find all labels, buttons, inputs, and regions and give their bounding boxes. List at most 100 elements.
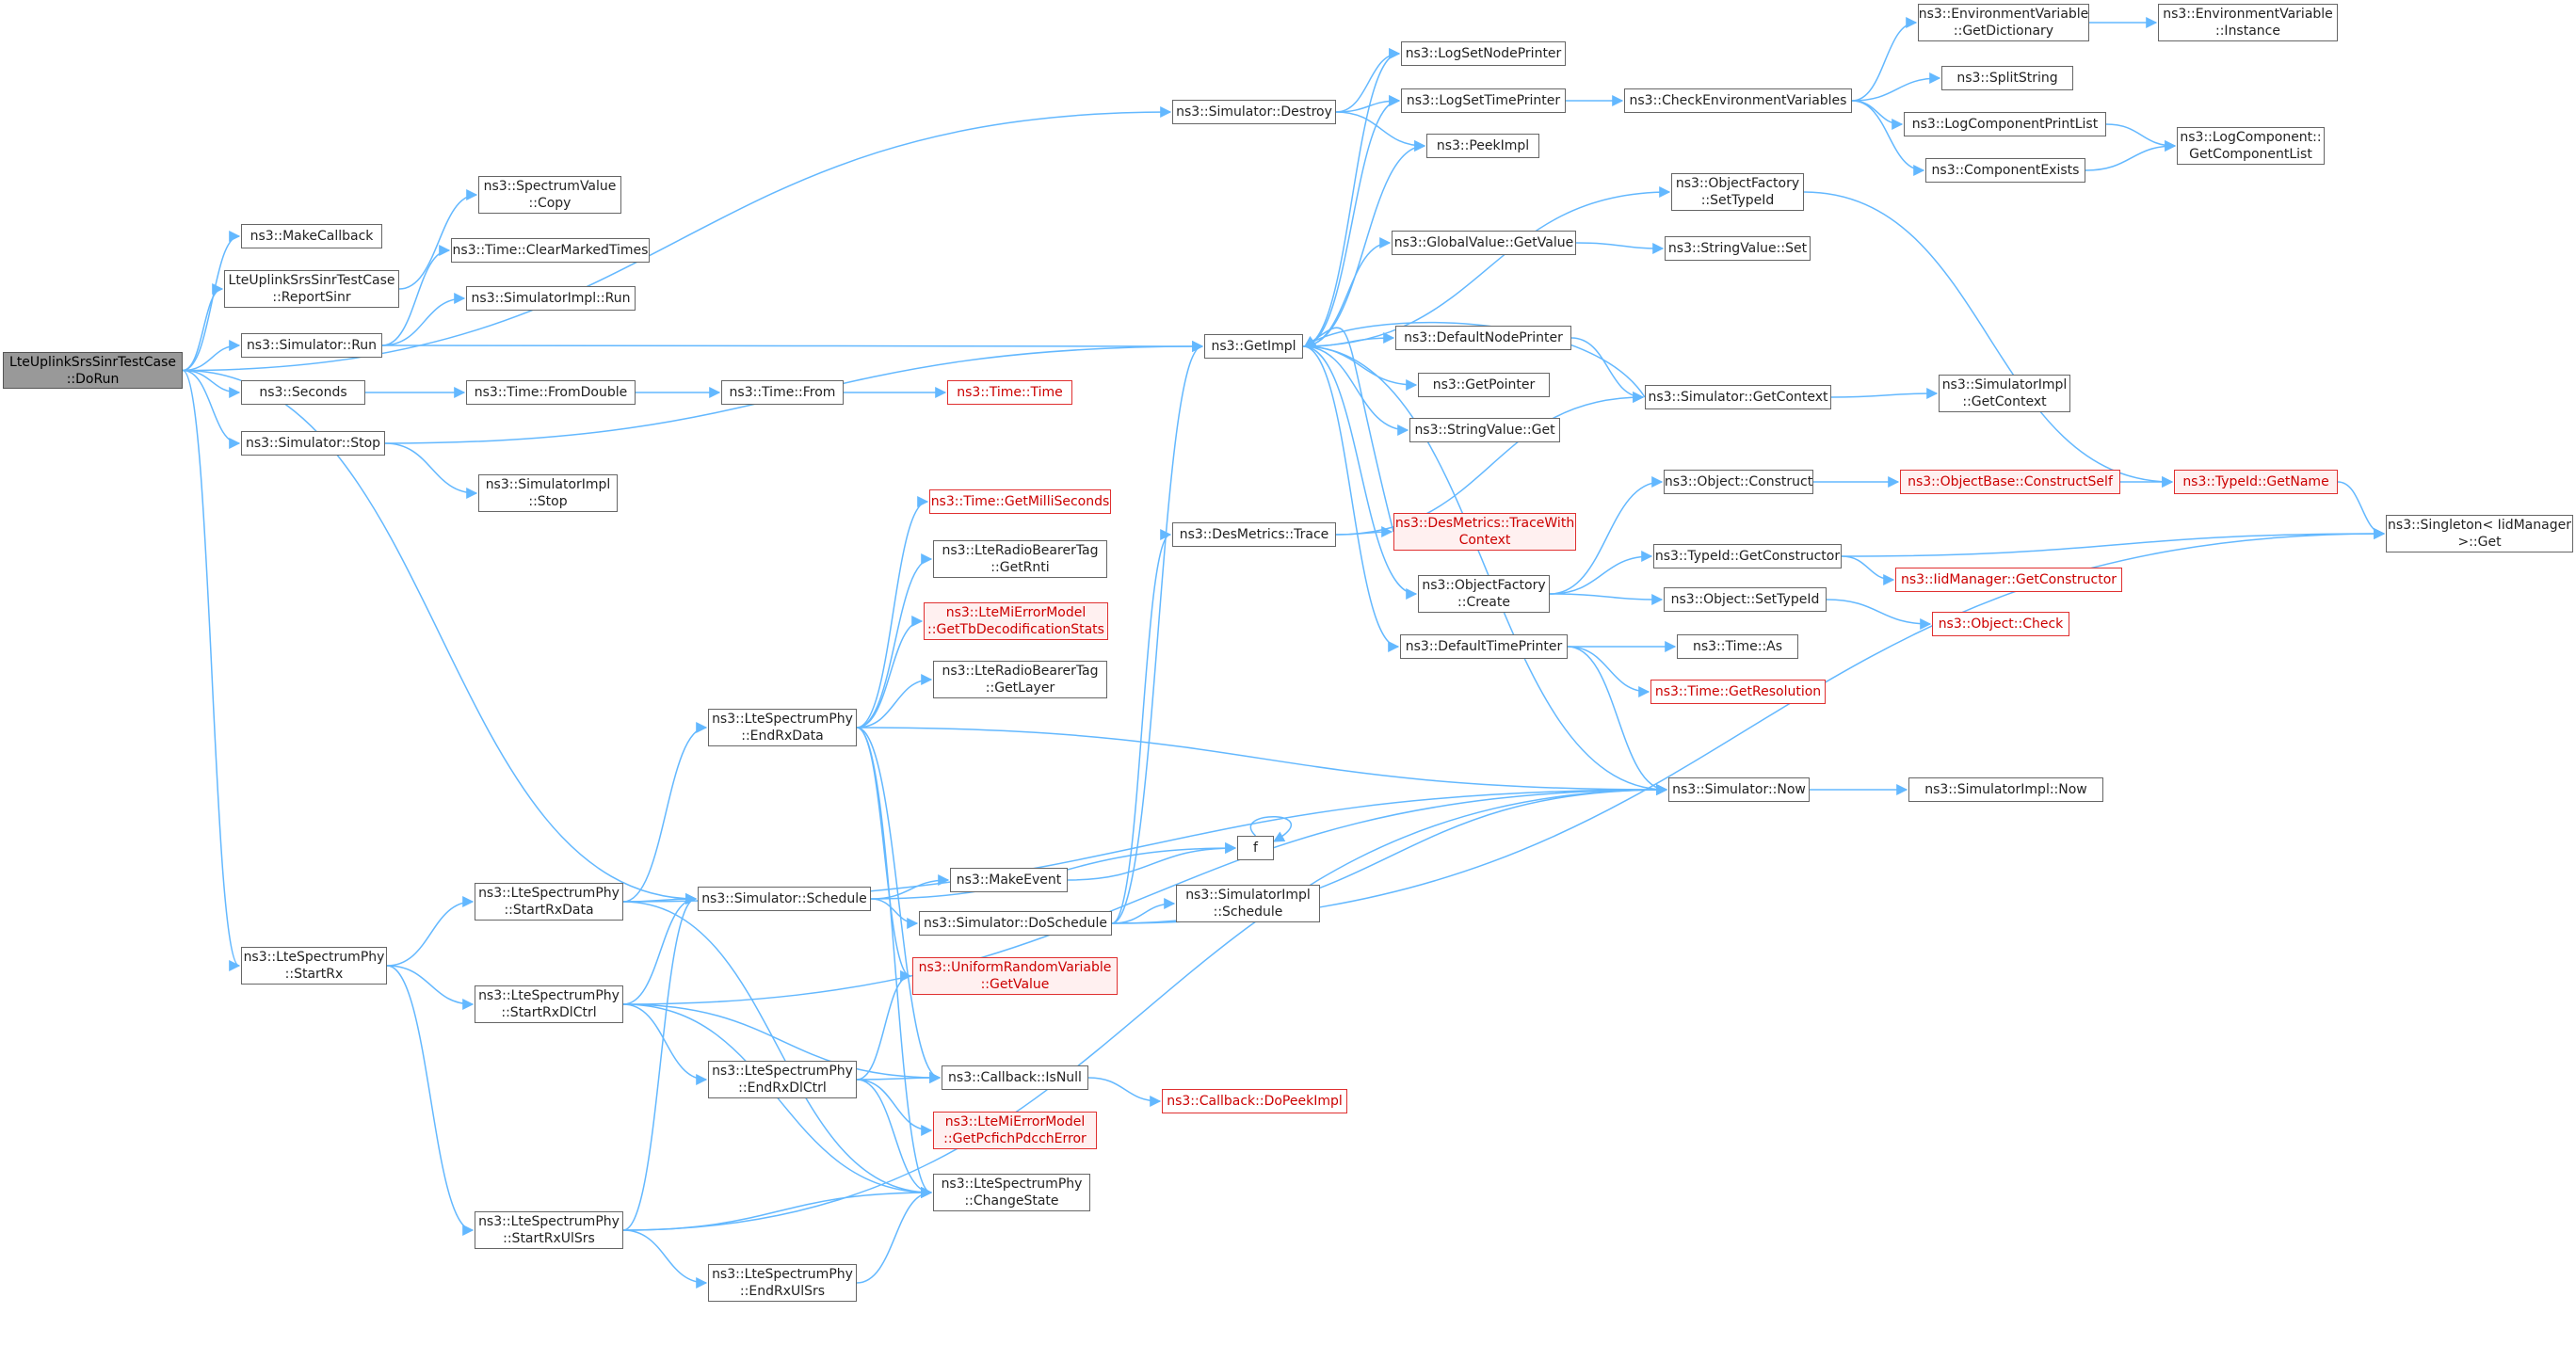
node-callback-do-peek-impl[interactable]: ns3::Callback::DoPeekImpl [1162, 1089, 1347, 1113]
node-get-pcfich-pdcch-error[interactable]: ns3::LteMiErrorModel ::GetPcfichPdcchErr… [933, 1112, 1097, 1149]
call-edge-endRxDlCtrl-to-isNull [856, 1072, 942, 1084]
node-string-value-set[interactable]: ns3::StringValue::Set [1665, 236, 1811, 261]
call-edge-startRxDlCtrl-to-changeState [622, 1003, 933, 1198]
call-edge-componentExists-to-logCompGetList [2085, 140, 2177, 171]
call-edge-startRxData-to-changeState [622, 901, 933, 1198]
node-object-factory-set-type-id[interactable]: ns3::ObjectFactory ::SetTypeId [1671, 173, 1804, 211]
call-edge-doRun-to-reportSinr [182, 283, 224, 372]
call-edge-endRxData-to-getRnti [856, 553, 933, 729]
call-edge-startRxDlCtrl-to-isNull [622, 1003, 942, 1083]
call-edge-startRxData-to-endRxData [622, 722, 708, 903]
node-report-sinr[interactable]: LteUplinkSrsSinrTestCase ::ReportSinr [224, 270, 399, 308]
node-object-check[interactable]: ns3::Object::Check [1932, 612, 2069, 636]
call-edge-simGetContext-to-simImplGetContext [1830, 388, 1939, 400]
node-simulator-impl-now[interactable]: ns3::SimulatorImpl::Now [1908, 777, 2103, 802]
node-type-id-get-constructor[interactable]: ns3::TypeId::GetConstructor [1653, 544, 1842, 568]
node-log-component-print-list[interactable]: ns3::LogComponentPrintList [1904, 112, 2106, 136]
call-edge-getImpl-to-globalGetValue [1302, 237, 1392, 347]
call-edge-simRun-to-simImplRun [381, 293, 466, 346]
call-edge-makeEvent-to-fNode [1067, 842, 1237, 881]
node-default-node-printer[interactable]: ns3::DefaultNodePrinter [1395, 326, 1571, 350]
node-object-factory-create[interactable]: ns3::ObjectFactory ::Create [1418, 575, 1550, 613]
node-get-tb-decodification-stats[interactable]: ns3::LteMiErrorModel ::GetTbDecodificati… [924, 602, 1108, 640]
node-env-get-dictionary[interactable]: ns3::EnvironmentVariable ::GetDictionary [1918, 4, 2089, 41]
node-simulator-impl-get-context[interactable]: ns3::SimulatorImpl ::GetContext [1939, 375, 2070, 412]
node-start-rx[interactable]: ns3::LteSpectrumPhy ::StartRx [241, 947, 387, 985]
node-simulator-impl-schedule[interactable]: ns3::SimulatorImpl ::Schedule [1176, 885, 1320, 922]
node-get-milliseconds[interactable]: ns3::Time::GetMilliSeconds [929, 489, 1111, 514]
node-callback-is-null[interactable]: ns3::Callback::IsNull [942, 1065, 1088, 1090]
node-get-layer[interactable]: ns3::LteRadioBearerTag ::GetLayer [933, 661, 1107, 698]
node-simulator-now[interactable]: ns3::Simulator::Now [1668, 777, 1810, 802]
node-log-component-get-list[interactable]: ns3::LogComponent:: GetComponentList [2177, 127, 2325, 165]
node-get-pointer[interactable]: ns3::GetPointer [1418, 373, 1550, 397]
node-uniform-random-get-value[interactable]: ns3::UniformRandomVariable ::GetValue [912, 957, 1118, 995]
node-simulator-schedule[interactable]: ns3::Simulator::Schedule [698, 887, 871, 911]
node-string-value-get[interactable]: ns3::StringValue::Get [1409, 418, 1560, 442]
call-edge-startRx-to-startRxUlSrs [386, 965, 475, 1236]
node-do-schedule[interactable]: ns3::Simulator::DoSchedule [919, 911, 1112, 936]
node-time-from[interactable]: ns3::Time::From [721, 380, 844, 405]
call-edge-startRxUlSrs-to-changeState [622, 1187, 933, 1231]
node-make-callback[interactable]: ns3::MakeCallback [241, 224, 382, 248]
node-time-get-resolution[interactable]: ns3::Time::GetResolution [1650, 680, 1826, 704]
node-start-rx-ul-srs[interactable]: ns3::LteSpectrumPhy ::StartRxUlSrs [475, 1211, 623, 1249]
node-singleton-get[interactable]: ns3::Singleton< IidManager >::Get [2386, 515, 2573, 552]
call-edge-isNull-to-doPeekImpl [1087, 1077, 1162, 1107]
node-simulator-get-context[interactable]: ns3::Simulator::GetContext [1645, 385, 1831, 409]
node-check-environment-variables[interactable]: ns3::CheckEnvironmentVariables [1624, 88, 1852, 113]
node-des-metrics-trace[interactable]: ns3::DesMetrics::Trace [1172, 522, 1336, 547]
node-env-instance[interactable]: ns3::EnvironmentVariable ::Instance [2158, 4, 2338, 41]
node-log-set-time-printer[interactable]: ns3::LogSetTimePrinter [1401, 88, 1566, 113]
call-edge-doRun-to-startRx [182, 369, 241, 971]
call-edge-endRxData-to-getTbDecod [856, 616, 924, 729]
node-time-time[interactable]: ns3::Time::Time [947, 380, 1072, 405]
node-simulator-stop[interactable]: ns3::Simulator::Stop [241, 431, 385, 456]
node-make-event[interactable]: ns3::MakeEvent [950, 868, 1068, 892]
call-edge-simRun-to-clearMarked [381, 245, 451, 346]
node-simulator-run[interactable]: ns3::Simulator::Run [241, 333, 382, 358]
node-get-impl[interactable]: ns3::GetImpl [1204, 334, 1303, 359]
node-time-as[interactable]: ns3::Time::As [1677, 634, 1798, 659]
node-end-rx-dl-ctrl[interactable]: ns3::LteSpectrumPhy ::EndRxDlCtrl [708, 1061, 857, 1098]
node-type-id-get-name[interactable]: ns3::TypeId::GetName [2174, 470, 2338, 494]
node-spectrum-value-copy[interactable]: ns3::SpectrumValue ::Copy [478, 176, 621, 214]
node-construct-self[interactable]: ns3::ObjectBase::ConstructSelf [1900, 470, 2120, 494]
call-edge-objFactoryCreate-to-objConstruct [1549, 476, 1664, 595]
node-start-rx-data[interactable]: ns3::LteSpectrumPhy ::StartRxData [475, 883, 623, 921]
node-object-set-type-id[interactable]: ns3::Object::SetTypeId [1664, 587, 1827, 612]
node-simulator-impl-run[interactable]: ns3::SimulatorImpl::Run [466, 286, 636, 311]
call-edge-startRxUlSrs-to-simNow [622, 784, 1668, 1231]
node-default-time-printer[interactable]: ns3::DefaultTimePrinter [1400, 634, 1568, 659]
call-edge-endRxData-to-uniformGet [856, 727, 912, 982]
node-global-value-get-value[interactable]: ns3::GlobalValue::GetValue [1392, 231, 1576, 255]
node-log-set-node-printer[interactable]: ns3::LogSetNodePrinter [1401, 41, 1566, 66]
node-start-rx-dl-ctrl[interactable]: ns3::LteSpectrumPhy ::StartRxDlCtrl [475, 985, 623, 1023]
node-trace-with-context[interactable]: ns3::DesMetrics::TraceWith Context [1393, 513, 1576, 551]
call-edge-defaultTimePrinter-to-getResolution [1567, 646, 1650, 697]
call-edge-simGetContext-to-getImpl [1304, 321, 1646, 398]
node-get-rnti[interactable]: ns3::LteRadioBearerTag ::GetRnti [933, 540, 1107, 578]
node-change-state[interactable]: ns3::LteSpectrumPhy ::ChangeState [933, 1174, 1090, 1211]
node-simulator-impl-stop[interactable]: ns3::SimulatorImpl ::Stop [478, 474, 618, 512]
node-f[interactable]: f [1237, 836, 1274, 860]
node-simulator-destroy[interactable]: ns3::Simulator::Destroy [1172, 100, 1336, 124]
call-edge-typeIdGetConstructor-to-iidGetConstructor [1841, 555, 1895, 585]
call-edge-fNode-to-fNode [1249, 815, 1292, 842]
node-time-from-double[interactable]: ns3::Time::FromDouble [466, 380, 636, 405]
call-edge-endRxData-to-getLayer [856, 674, 933, 729]
node-end-rx-data[interactable]: ns3::LteSpectrumPhy ::EndRxData [708, 709, 857, 746]
node-split-string[interactable]: ns3::SplitString [1941, 66, 2073, 90]
call-edge-doRun-to-makeCallback [182, 231, 241, 372]
node-do-run: LteUplinkSrsSinrTestCase ::DoRun [3, 352, 183, 389]
call-edge-simStop-to-simImplStop [384, 442, 478, 499]
node-object-construct[interactable]: ns3::Object::Construct [1664, 470, 1813, 494]
node-clear-marked-times[interactable]: ns3::Time::ClearMarkedTimes [451, 238, 650, 263]
node-peek-impl[interactable]: ns3::PeekImpl [1426, 134, 1539, 158]
node-end-rx-ul-srs[interactable]: ns3::LteSpectrumPhy ::EndRxUlSrs [708, 1264, 857, 1302]
node-component-exists[interactable]: ns3::ComponentExists [1925, 158, 2085, 183]
call-edge-traceWithContext-to-getImpl [1304, 327, 1394, 533]
node-seconds[interactable]: ns3::Seconds [241, 380, 365, 405]
node-iid-manager-get-constructor[interactable]: ns3::IidManager::GetConstructor [1895, 568, 2122, 592]
